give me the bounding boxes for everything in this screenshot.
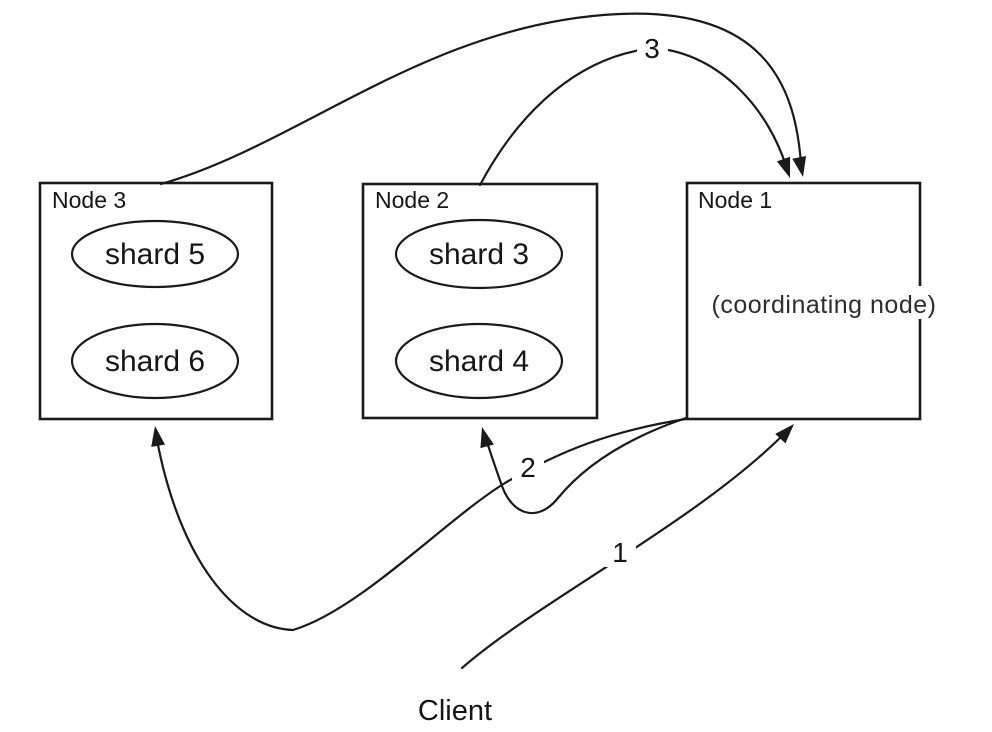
node3-label: Node 3: [52, 187, 126, 213]
step2-label-backdrop: [512, 450, 544, 482]
step1-label-backdrop: [605, 535, 636, 567]
arrowhead-node1-to-node3: [151, 426, 166, 447]
shard-4-ellipse: [394, 322, 564, 400]
arrow-node1-to-node3: [155, 417, 688, 632]
step3-label-backdrop: [637, 30, 668, 64]
coordinating-node-label: (coordinating node): [712, 291, 937, 319]
step2-label: 2: [520, 452, 536, 483]
arrowhead-node2-to-node1: [776, 156, 791, 178]
arrow-node3-to-node1: [159, 12, 803, 186]
shard-5-label: shard 5: [105, 238, 205, 271]
shard-6-ellipse: [70, 322, 240, 400]
node1-label: Node 1: [698, 187, 772, 213]
shard-6-label: shard 6: [105, 345, 205, 378]
arrowhead-client-to-node1: [775, 424, 794, 444]
shard-5-ellipse: [70, 219, 240, 289]
node2-label: Node 2: [375, 187, 449, 213]
arrowhead-node1-to-node2: [480, 427, 494, 449]
shard-4-label: shard 4: [429, 345, 529, 378]
step1-label: 1: [612, 537, 628, 568]
node2-box: [361, 182, 599, 420]
step3-label: 3: [644, 33, 660, 64]
arrowhead-node3-to-node1: [792, 156, 807, 177]
coordinating-label-backdrop: [700, 286, 949, 319]
arrow-node2-to-node1: [478, 46, 788, 187]
shard-3-label: shard 3: [429, 238, 529, 271]
shard-3-ellipse: [394, 218, 564, 290]
arrow-node1-to-node2: [483, 416, 688, 515]
client-label: Client: [418, 695, 492, 727]
node3-box: [38, 181, 274, 421]
